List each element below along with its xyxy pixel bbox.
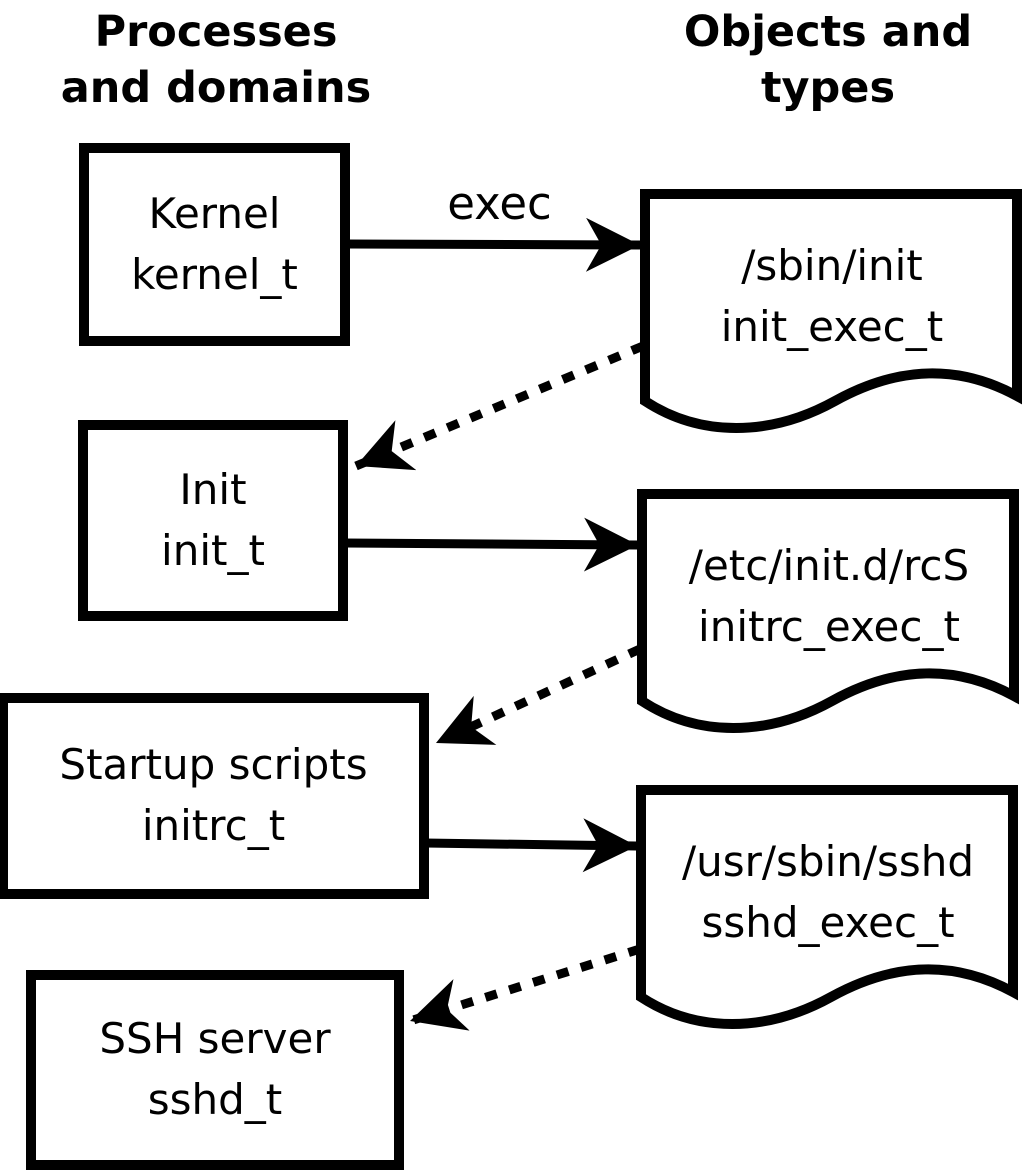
left-column-header-line1: Processes	[94, 7, 338, 57]
right-column-header: Objects and types	[628, 4, 1024, 117]
object-path: /sbin/init	[741, 241, 923, 291]
object-type: init_exec_t	[720, 302, 944, 351]
object-doc-etc-initd-rcs: /etc/init.d/rcS initrc_exec_t	[637, 489, 1021, 747]
process-box-startup-scripts: Startup scripts initrc_t	[0, 693, 429, 899]
left-column-header: Processes and domains	[0, 4, 432, 117]
exec-arrow-init-to-rcs	[343, 517, 639, 572]
object-doc-text: /etc/init.d/rcS initrc_exec_t	[647, 495, 1011, 699]
document-shape-icon	[636, 785, 1018, 1029]
process-domain: kernel_t	[131, 249, 298, 299]
process-box-init: Init init_t	[78, 420, 348, 621]
object-doc-text: /sbin/init init_exec_t	[650, 195, 1014, 399]
object-type: initrc_exec_t	[698, 602, 960, 651]
object-path: /usr/sbin/sshd	[681, 837, 975, 887]
exec-arrow-label: exec	[447, 177, 552, 230]
transition-arrow-init-exec-to-init	[354, 341, 645, 471]
process-label: SSH server	[99, 1014, 331, 1064]
process-box-ssh-server: SSH server sshd_t	[26, 970, 404, 1170]
process-domain: sshd_t	[147, 1075, 283, 1124]
process-label: Startup scripts	[59, 740, 368, 790]
object-doc-usr-sbin-sshd: /usr/sbin/sshd sshd_exec_t	[636, 785, 1020, 1043]
process-domain: initrc_t	[141, 801, 286, 850]
transition-arrow-initrc-exec-to-startup	[434, 644, 642, 748]
object-doc-sbin-init: /sbin/init init_exec_t	[640, 189, 1024, 447]
left-column-header-line2: and domains	[60, 63, 372, 114]
exec-arrow-startup-to-sshd	[424, 818, 638, 873]
process-label: Init	[179, 464, 247, 514]
object-path: /etc/init.d/rcS	[688, 541, 970, 591]
right-column-header-line2: types	[760, 63, 896, 114]
transition-arrow-sshd-exec-to-sshd	[408, 944, 642, 1031]
document-shape-icon	[640, 189, 1022, 433]
process-box-kernel: Kernel kernel_t	[79, 143, 350, 346]
process-domain: init_t	[161, 525, 265, 575]
process-label: Kernel	[148, 188, 281, 238]
right-column-header-line1: Objects and	[683, 7, 973, 57]
document-shape-icon	[637, 489, 1019, 733]
exec-arrow-kernel-to-sbin-init	[345, 217, 641, 272]
object-doc-text: /usr/sbin/sshd sshd_exec_t	[646, 791, 1010, 995]
object-type: sshd_exec_t	[701, 898, 955, 947]
